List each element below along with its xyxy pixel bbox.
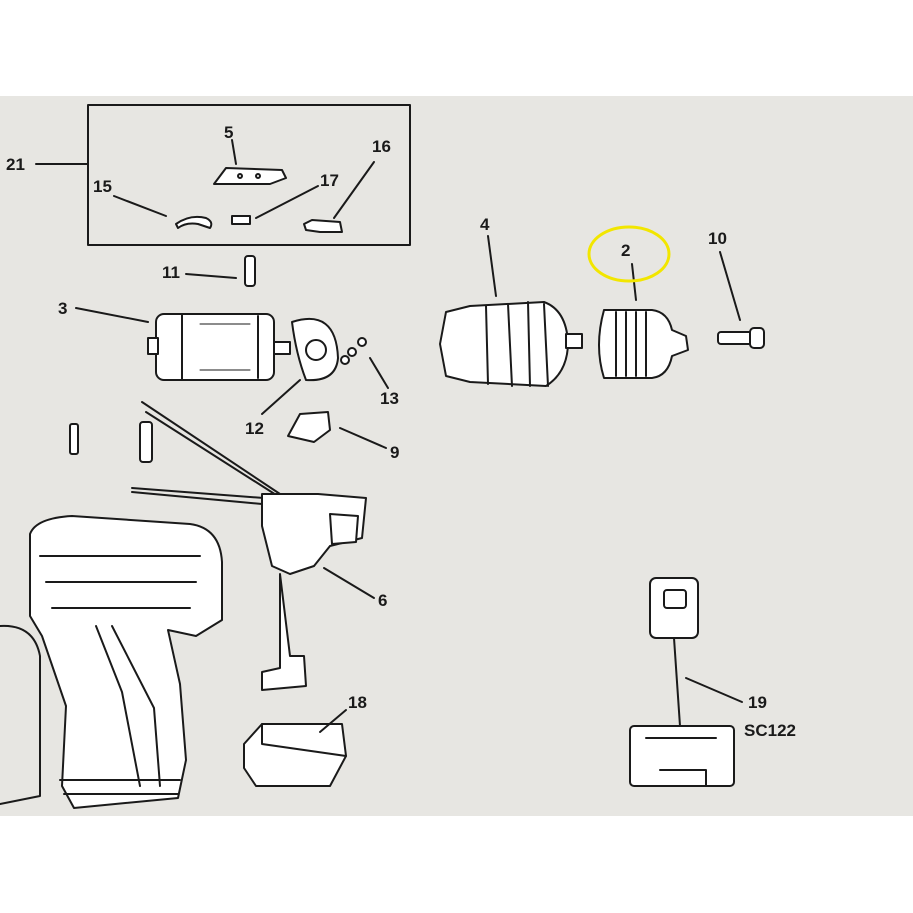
callout-11: 11 (162, 263, 180, 282)
callout-5: 5 (224, 123, 234, 142)
leader-5 (231, 139, 237, 165)
kit-box (87, 104, 411, 246)
leader-9 (339, 427, 387, 449)
leader-13 (369, 357, 389, 389)
callout-10: 10 (708, 229, 727, 248)
parts-diagram-sheet: 5 16 21 17 15 11 3 4 2 10 13 12 9 6 18 1… (0, 96, 913, 816)
leader-18 (319, 709, 347, 733)
part-2-chuck (598, 309, 689, 379)
parts-drawing (0, 104, 765, 809)
part-10-screw (717, 327, 765, 349)
charger-model-label: SC122 (744, 721, 796, 740)
leader-19 (685, 677, 743, 703)
callout-13: 13 (380, 389, 399, 408)
drill-housing (0, 515, 223, 809)
leader-17 (255, 185, 319, 219)
part-18-battery (243, 723, 347, 787)
clip-left (69, 423, 79, 455)
part-19-charger (629, 577, 735, 787)
callout-3: 3 (58, 299, 68, 318)
clip-middle (139, 421, 153, 463)
highlight-circle-2 (587, 225, 671, 283)
callout-16: 16 (372, 137, 391, 156)
part-15-spring (175, 215, 213, 229)
part-3-motor (147, 313, 291, 381)
part-12-plate (291, 317, 339, 382)
part-5-bracket (213, 167, 287, 185)
leader-10 (719, 251, 741, 321)
part-6-switch-assembly (261, 493, 367, 691)
leader-15 (113, 195, 167, 217)
callout-21: 21 (6, 155, 25, 174)
part-4-gearbox (439, 301, 583, 387)
leader-11 (185, 273, 237, 279)
callout-4: 4 (480, 215, 490, 234)
callout-9: 9 (390, 443, 400, 462)
part-11-clip (244, 255, 256, 287)
leader-6 (323, 567, 375, 599)
callout-2: 2 (621, 241, 631, 260)
callout-12: 12 (245, 419, 264, 438)
callout-6: 6 (378, 591, 388, 610)
part-17-spring (231, 215, 251, 225)
leader-4 (487, 235, 497, 297)
leader-16 (333, 161, 375, 219)
wires (131, 401, 285, 505)
part-16-latch (303, 219, 343, 233)
part-13-screws (340, 337, 367, 365)
callout-19: 19 (748, 693, 767, 712)
callout-17: 17 (320, 171, 339, 190)
leader-12 (261, 379, 301, 415)
callout-15: 15 (93, 177, 112, 196)
callout-18: 18 (348, 693, 367, 712)
part-9-switch (287, 411, 331, 443)
leader-3 (75, 307, 149, 323)
